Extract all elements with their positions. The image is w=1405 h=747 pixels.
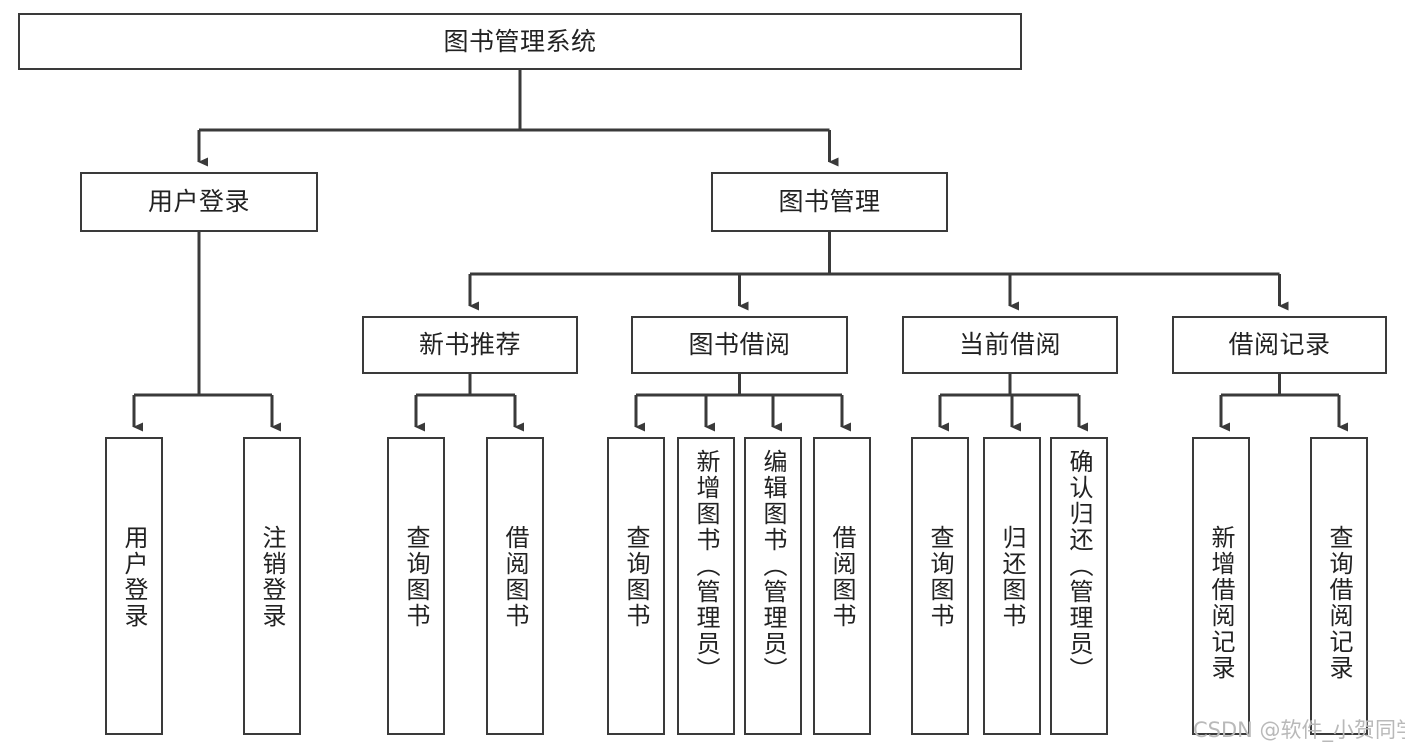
node-label: 编辑图书（管理员） xyxy=(759,449,787,683)
node-label: 图书管理系统 xyxy=(443,26,597,56)
node-leaf-query-book-cur[interactable]: 查询图书 xyxy=(911,437,969,735)
node-leaf-user-logout[interactable]: 注销登录 xyxy=(243,437,301,735)
node-label: 借阅图书 xyxy=(501,525,529,629)
node-leaf-user-login[interactable]: 用户登录 xyxy=(105,437,163,735)
node-label: 借阅图书 xyxy=(828,525,856,629)
node-leaf-edit-book[interactable]: 编辑图书（管理员） xyxy=(744,437,802,735)
node-label: 查询借阅记录 xyxy=(1325,525,1353,681)
node-label: 查询图书 xyxy=(402,525,430,629)
node-label: 新增借阅记录 xyxy=(1207,525,1235,681)
csdn-watermark: CSDN @软件_小贺同学 xyxy=(1193,718,1405,742)
node-leaf-query-book-rec[interactable]: 查询图书 xyxy=(387,437,445,735)
node-leaf-borrow-book-rec[interactable]: 借阅图书 xyxy=(486,437,544,735)
node-label: 查询图书 xyxy=(926,525,954,629)
node-label: 当前借阅 xyxy=(958,330,1061,360)
node-label: 用户登录 xyxy=(147,187,250,217)
node-label: 注销登录 xyxy=(258,525,286,629)
node-label: 新书推荐 xyxy=(418,330,521,360)
node-new-book-rec[interactable]: 新书推荐 xyxy=(362,316,578,374)
node-root[interactable]: 图书管理系统 xyxy=(18,13,1022,70)
node-leaf-return-book[interactable]: 归还图书 xyxy=(983,437,1041,735)
node-leaf-confirm-return[interactable]: 确认归还（管理员） xyxy=(1050,437,1108,735)
node-current-borrow[interactable]: 当前借阅 xyxy=(902,316,1118,374)
node-label: 查询图书 xyxy=(622,525,650,629)
node-label: 新增图书（管理员） xyxy=(692,449,720,683)
node-label: 图书借阅 xyxy=(688,330,791,360)
node-borrow-record[interactable]: 借阅记录 xyxy=(1172,316,1387,374)
node-label: 用户登录 xyxy=(120,525,148,629)
node-leaf-add-record[interactable]: 新增借阅记录 xyxy=(1192,437,1250,735)
node-leaf-query-book-borrow[interactable]: 查询图书 xyxy=(607,437,665,735)
node-label: 借阅记录 xyxy=(1228,330,1331,360)
node-label: 归还图书 xyxy=(998,525,1026,629)
node-leaf-query-record[interactable]: 查询借阅记录 xyxy=(1310,437,1368,735)
node-user-login[interactable]: 用户登录 xyxy=(80,172,318,232)
node-book-manage[interactable]: 图书管理 xyxy=(711,172,948,232)
node-label: 确认归还（管理员） xyxy=(1065,449,1093,683)
node-leaf-borrow-book[interactable]: 借阅图书 xyxy=(813,437,871,735)
node-book-borrow[interactable]: 图书借阅 xyxy=(631,316,848,374)
node-label: 图书管理 xyxy=(778,187,881,217)
node-leaf-add-book[interactable]: 新增图书（管理员） xyxy=(677,437,735,735)
